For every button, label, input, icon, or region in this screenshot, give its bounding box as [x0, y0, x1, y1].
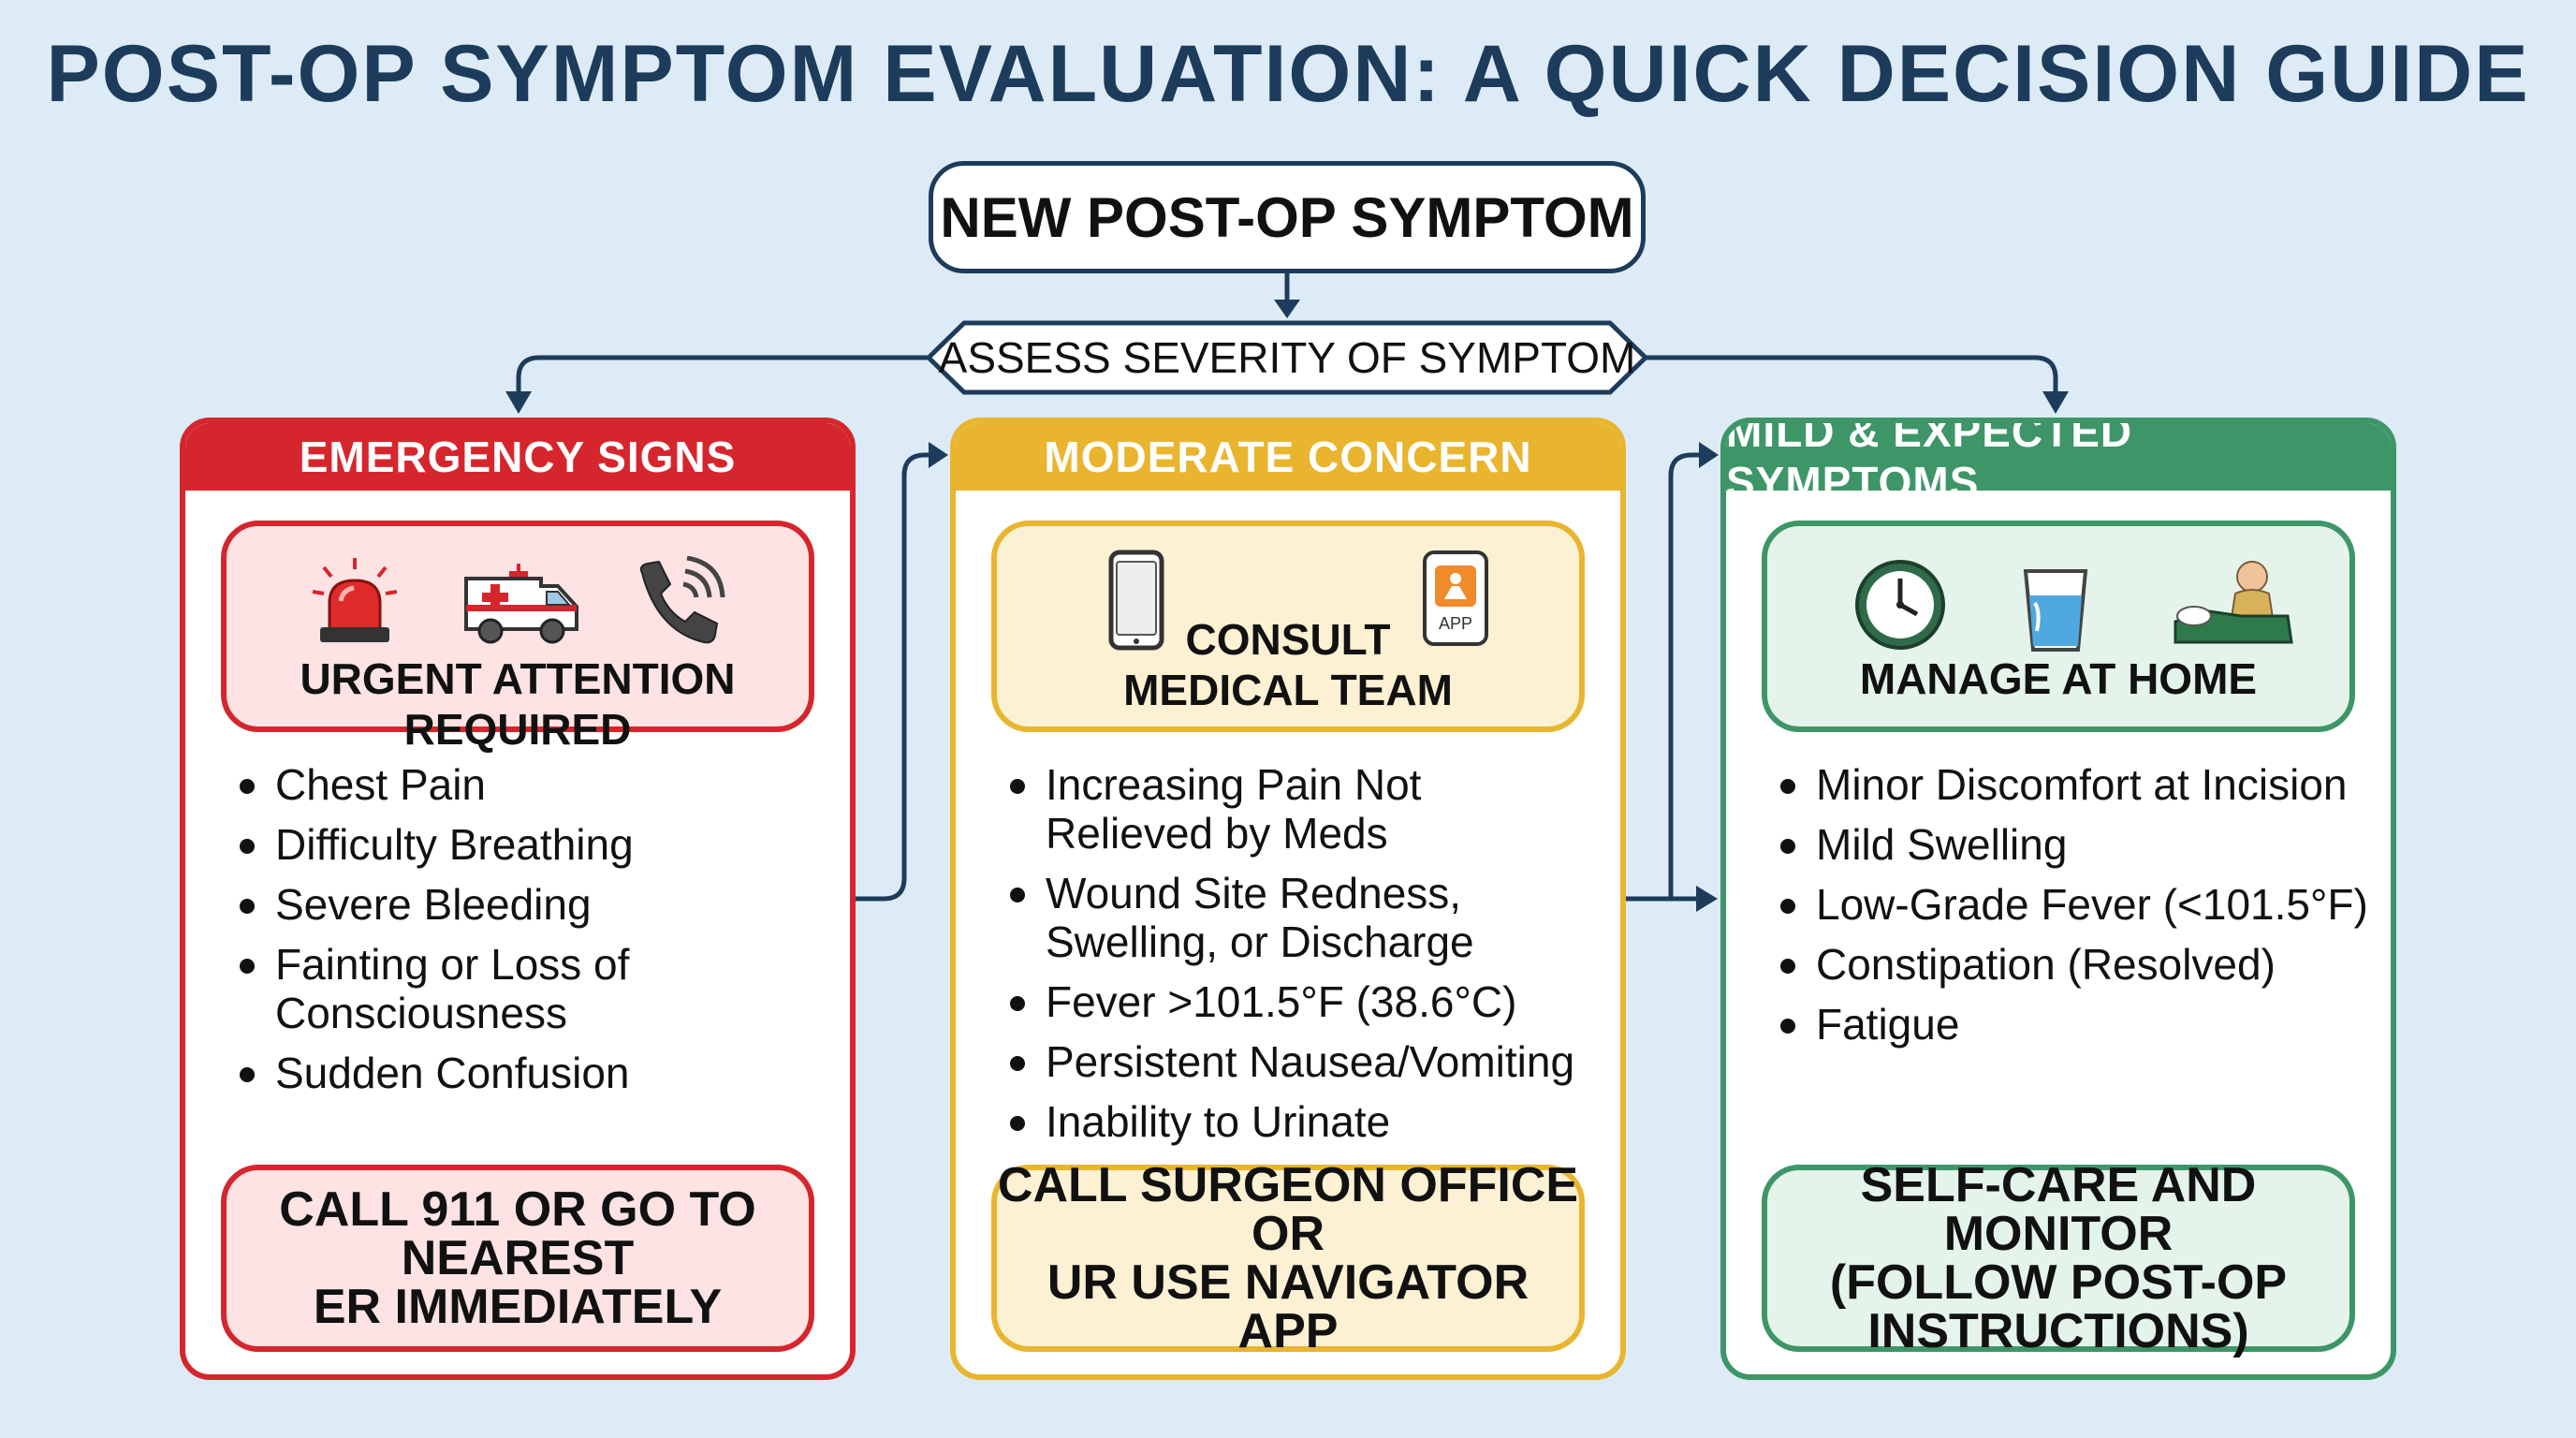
emergency-header: EMERGENCY SIGNS	[185, 423, 850, 491]
list-item: Mild Swelling	[1780, 820, 2379, 869]
app-badge-label: APP	[1438, 614, 1473, 633]
emergency-action-box: CALL 911 OR GO TO NEAREST ER IMMEDIATELY	[221, 1165, 814, 1352]
list-item: Chest Pain	[240, 760, 839, 809]
mild-header: MILD & EXPECTED SYMPTOMS	[1726, 423, 2391, 506]
emergency-to-moderate-arrowhead	[929, 442, 948, 468]
moderate-action-box: CALL SURGEON OFFICE OR UR USE NAVIGATOR …	[991, 1161, 1585, 1356]
emergency-to-moderate-connector	[856, 452, 932, 902]
moderate-icon-row: APP	[997, 549, 1579, 652]
start-node-new-symptom: NEW POST-OP SYMPTOM	[929, 161, 1646, 273]
resting-person-icon	[2174, 561, 2293, 644]
list-item: Increasing Pain Not Relieved by Meds	[1010, 760, 1609, 858]
app-icon	[1423, 550, 1488, 646]
moderate-symptom-list: Increasing Pain Not Relieved by Meds Wou…	[1010, 760, 1609, 1157]
emergency-icon-row	[227, 549, 809, 652]
mild-icon-row	[1767, 549, 2349, 652]
siren-icon	[312, 558, 398, 642]
emergency-symptom-list: Chest Pain Difficulty Breathing Severe B…	[240, 760, 839, 1108]
moderate-column: MODERATE CONCERN APP CONSULT MEDICAL TEA…	[950, 418, 1626, 1380]
page-title: POST-OP SYMPTOM EVALUATION: A QUICK DECI…	[46, 29, 2530, 119]
mild-column: MILD & EXPECTED SYMPTOMS MANAGE AT HOME	[1720, 418, 2396, 1380]
list-item: Sudden Confusion	[240, 1049, 839, 1097]
moderate-to-mild-arrowhead	[1696, 886, 1718, 912]
list-item: Fainting or Loss of Consciousness	[240, 940, 839, 1037]
list-item: Fatigue	[1780, 1000, 2379, 1049]
ambulance-icon	[464, 564, 578, 644]
moderate-to-mild-upper-connector	[1668, 452, 1703, 899]
mild-action-text: SELF-CARE AND MONITOR (FOLLOW POST-OP IN…	[1829, 1158, 2288, 1358]
list-item: Inability to Urinate	[1010, 1097, 1609, 1146]
mild-callout: MANAGE AT HOME	[1762, 521, 2355, 732]
water-glass-icon	[2023, 569, 2088, 652]
list-item: Persistent Nausea/Vomiting	[1010, 1037, 1609, 1086]
phone-icon	[639, 556, 725, 644]
clock-icon	[1855, 560, 1945, 650]
list-item: Fever >101.5°F (38.6°C)	[1010, 977, 1609, 1026]
moderate-action-text: CALL SURGEON OFFICE OR UR USE NAVIGATOR …	[997, 1158, 1579, 1358]
moderate-callout-title: CONSULT MEDICAL TEAM	[1123, 615, 1453, 714]
list-item: Wound Site Redness, Swelling, or Dischar…	[1010, 869, 1609, 966]
decision-assess-severity: ASSESS SEVERITY OF SYMPTOM	[938, 333, 1636, 382]
list-item: Minor Discomfort at Incision	[1780, 760, 2379, 809]
start-to-decision-arrowhead	[1274, 300, 1300, 318]
emergency-action-text: CALL 911 OR GO TO NEAREST ER IMMEDIATELY	[279, 1182, 756, 1334]
emergency-callout: URGENT ATTENTION REQUIRED	[221, 521, 814, 754]
moderate-callout: APP CONSULT MEDICAL TEAM	[991, 521, 1585, 732]
list-item: Low-Grade Fever (<101.5°F)	[1780, 880, 2379, 929]
mild-callout-title: MANAGE AT HOME	[1859, 654, 2258, 703]
list-item: Severe Bleeding	[240, 880, 839, 929]
moderate-header: MODERATE CONCERN	[956, 423, 1620, 491]
list-item: Difficulty Breathing	[240, 820, 839, 869]
mild-symptom-list: Minor Discomfort at Incision Mild Swelli…	[1780, 760, 2379, 1060]
smartphone-icon	[1108, 550, 1164, 651]
moderate-to-mild-upper-arrowhead	[1699, 442, 1719, 468]
decision-to-mild-connector	[1646, 355, 2058, 398]
emergency-callout-title: URGENT ATTENTION REQUIRED	[300, 654, 736, 754]
decision-to-mild-arrowhead	[2042, 391, 2069, 414]
emergency-column: EMERGENCY SIGNS	[180, 418, 856, 1380]
list-item: Constipation (Resolved)	[1780, 940, 2379, 989]
decision-to-emergency-connector	[516, 355, 929, 398]
mild-action-box: SELF-CARE AND MONITOR (FOLLOW POST-OP IN…	[1762, 1161, 2355, 1356]
decision-to-emergency-arrowhead	[505, 391, 532, 414]
